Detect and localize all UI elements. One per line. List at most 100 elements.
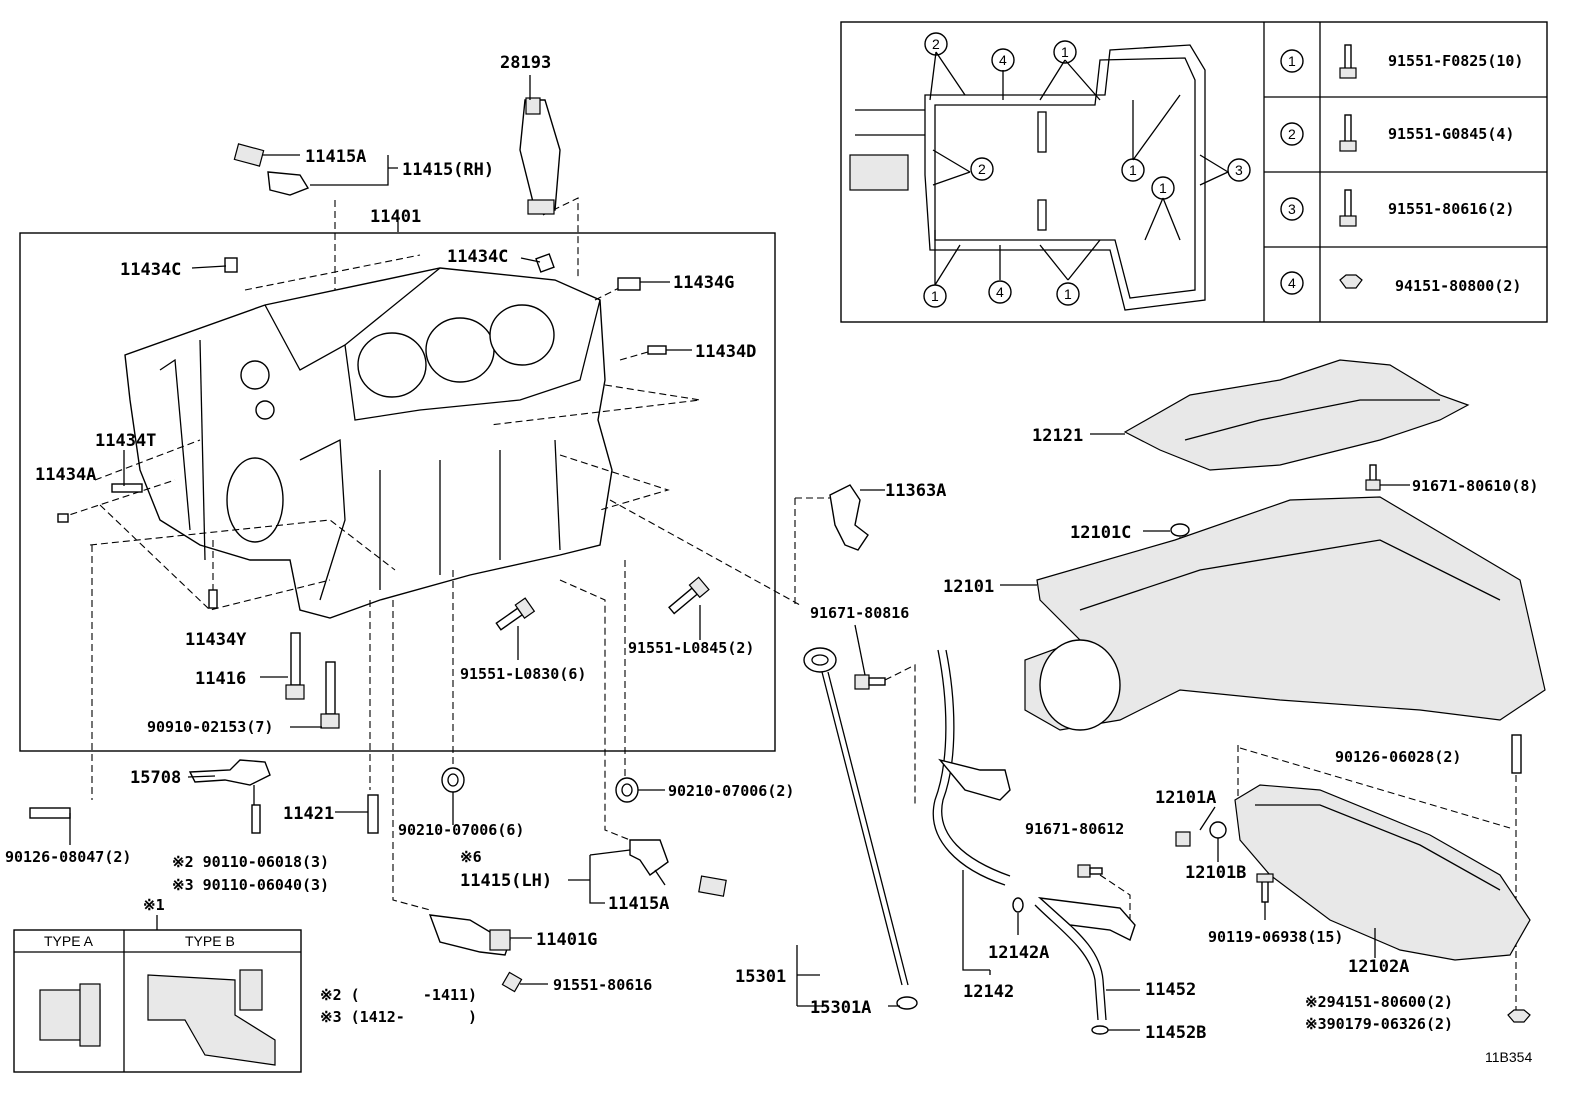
part-90110-06018-label[interactable]: ※2 90110-06018(3) <box>172 853 329 871</box>
part-11452-label[interactable]: 11452 <box>1145 980 1196 1000</box>
part-11415LH-label[interactable]: 11415(LH) <box>460 871 552 891</box>
callout-2b: 2 <box>978 161 986 177</box>
plug-11415A-bottom <box>698 875 727 897</box>
part-91551-L0830-label[interactable]: 91551-L0830(6) <box>460 665 586 683</box>
bolt-inset <box>840 21 1548 323</box>
callout-1c: 1 <box>1159 180 1167 196</box>
part-11434T-label[interactable]: 11434T <box>95 431 156 451</box>
part-12101C-label[interactable]: 12101C <box>1070 523 1131 543</box>
bolt-11416-head <box>285 684 305 700</box>
bolt-90910-head <box>320 713 340 729</box>
part-12102A-label[interactable]: 12102A <box>1348 957 1409 977</box>
part-90119-06938-label[interactable]: 90119-06938(15) <box>1208 928 1343 946</box>
block-small-parts <box>57 253 710 729</box>
legend-num-2: 2 <box>1288 126 1296 142</box>
part-90126-06028-label[interactable]: 90126-06028(2) <box>1335 748 1461 766</box>
part-91671-80610-label[interactable]: 91671-80610(8) <box>1412 477 1538 495</box>
part-91551-L0845-label[interactable]: 91551-L0845(2) <box>628 639 754 657</box>
part-11415A-top-label[interactable]: 11415A <box>305 147 366 167</box>
part-90910-label[interactable]: 90910-02153(7) <box>147 718 273 736</box>
part-11434Y-label[interactable]: 11434Y <box>185 630 247 650</box>
plug-11434C-right <box>535 253 555 273</box>
reference-code: 11B354 <box>1485 1049 1532 1065</box>
legend-part-3[interactable]: 91551-80616(2) <box>1388 200 1514 218</box>
part-12121-label[interactable]: 12121 <box>1032 426 1083 446</box>
bolt-91551-80616-bottom <box>501 971 548 993</box>
callout-4a: 4 <box>999 52 1007 68</box>
bolt-91551-L0830 <box>495 597 536 631</box>
oil-pan-baffle-12121 <box>1090 359 1470 471</box>
legend-num-1-circle <box>1280 49 1304 73</box>
part-90179-06326-label[interactable]: ※390179-06326(2) <box>1305 1015 1453 1033</box>
part-15301A-label[interactable]: 15301A <box>810 998 871 1018</box>
bolt-91671-80816 <box>854 624 916 805</box>
stud-11421 <box>335 794 379 834</box>
part-11434D-label[interactable]: 11434D <box>695 342 756 362</box>
callout-1d: 1 <box>931 288 939 304</box>
part-90210-right-label[interactable]: 90210-07006(2) <box>668 782 794 800</box>
part-91671-80816-label[interactable]: 91671-80816 <box>810 604 909 622</box>
part-91671-80612-label[interactable]: 91671-80612 <box>1025 820 1124 838</box>
plug-11434C-left <box>224 257 238 273</box>
part-11401G-label[interactable]: 11401G <box>536 930 597 950</box>
part-90110-06040-label[interactable]: ※3 90110-06040(3) <box>172 876 329 894</box>
part-11415A-bottom-label[interactable]: 11415A <box>608 894 669 914</box>
sensor-11401G <box>428 914 532 956</box>
part-28193-label[interactable]: 28193 <box>500 53 551 73</box>
inset-legend: 1 91551-F0825(10) 2 91551-G0845(4) 3 915… <box>1280 49 1523 295</box>
stud-90126-06028 <box>1511 734 1522 1010</box>
oil-pan-12101 <box>1000 496 1546 731</box>
legend-part-1[interactable]: 91551-F0825(10) <box>1388 52 1523 70</box>
legend-part-2[interactable]: 91551-G0845(4) <box>1388 125 1514 143</box>
part-94151-80600-label[interactable]: ※294151-80600(2) <box>1305 993 1453 1011</box>
part-90126-08047-label[interactable]: 90126-08047(2) <box>5 848 131 866</box>
gasket-90210-left <box>441 767 465 825</box>
washer-12101B <box>1209 821 1227 862</box>
legend-num-4-circle <box>1280 271 1304 295</box>
drain-cock-11415-lh <box>568 839 669 904</box>
type-a-header: TYPE A <box>44 933 94 949</box>
note-2-label: ※2 ( -1411) <box>320 986 477 1004</box>
part-12101B-label[interactable]: 12101B <box>1185 863 1246 883</box>
part-11363A-label[interactable]: 11363A <box>885 481 946 501</box>
part-12142-label[interactable]: 12142 <box>963 982 1014 1002</box>
part-12101-label[interactable]: 12101 <box>943 577 994 597</box>
type-a-plug-head <box>79 983 101 1047</box>
part-11434G-label[interactable]: 11434G <box>673 273 734 293</box>
bolt-12101A <box>1175 806 1216 847</box>
part-15301-label[interactable]: 15301 <box>735 967 786 987</box>
part-11452B-label[interactable]: 11452B <box>1145 1023 1206 1043</box>
legend-part-4[interactable]: 94151-80800(2) <box>1395 277 1521 295</box>
part-11434C-left-label[interactable]: 11434C <box>120 260 181 280</box>
type-table <box>13 915 302 1073</box>
gasket-90210-right <box>615 777 665 803</box>
part-11416-label[interactable]: 11416 <box>195 669 246 689</box>
legend-num-2-circle <box>1280 122 1304 146</box>
part-11415RH-label[interactable]: 11415(RH) <box>402 160 494 180</box>
leader-11415-rh <box>262 154 398 186</box>
leaders-block <box>123 257 701 728</box>
part-11401-label[interactable]: 11401 <box>370 207 421 227</box>
cylinder-block-frame <box>19 232 776 752</box>
part-90210-left-label[interactable]: 90210-07006(6) <box>398 821 524 839</box>
bolt-91551-L0845 <box>668 576 710 615</box>
part-11434C-right-label[interactable]: 11434C <box>447 247 508 267</box>
legend-bolt-icons <box>1339 44 1363 289</box>
bolt-91671-80612 <box>1077 864 1131 920</box>
callout-2a: 2 <box>932 36 940 52</box>
leader-15708 <box>187 775 216 778</box>
part-12142A-label[interactable]: 12142A <box>988 943 1049 963</box>
part-11434A-label[interactable]: 11434A <box>35 465 96 485</box>
oil-level-gauge-15301 <box>796 647 918 1010</box>
note-1-label: ※1 <box>143 896 165 914</box>
part-15708-label[interactable]: 15708 <box>130 768 181 788</box>
part-12101A-label[interactable]: 12101A <box>1155 788 1216 808</box>
oil-strainer-11452 <box>1034 897 1140 1035</box>
inset-callouts: 2 4 1 2 1 3 1 1 4 1 <box>923 32 1251 308</box>
legend-num-4: 4 <box>1288 275 1296 291</box>
part-11421-label[interactable]: 11421 <box>283 804 334 824</box>
part-91551-80616-bottom-label[interactable]: 91551-80616 <box>553 976 652 994</box>
type-b-fitting-nut <box>239 969 263 1011</box>
callout-1b: 1 <box>1129 162 1137 178</box>
